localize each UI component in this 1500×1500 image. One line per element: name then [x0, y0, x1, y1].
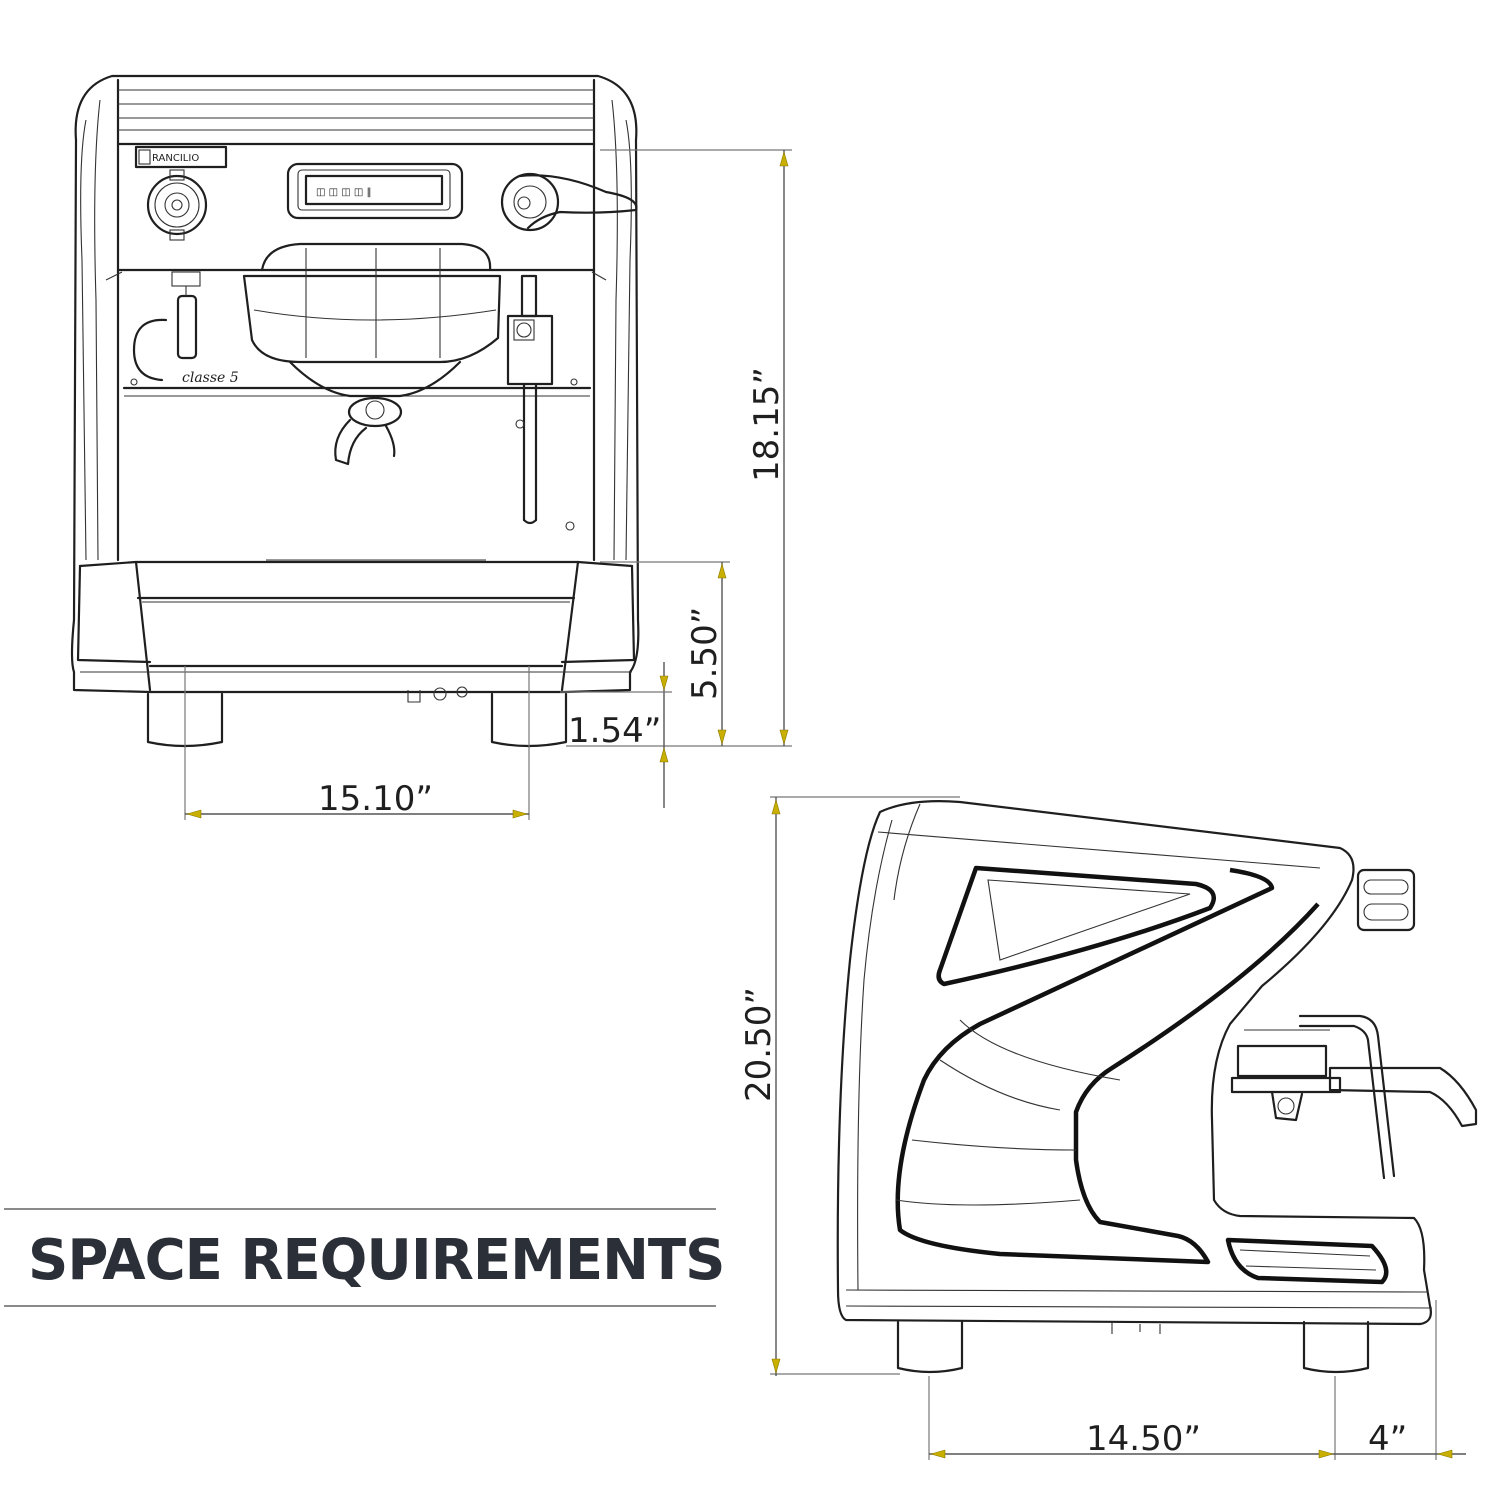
svg-text:◫ ◫ ◫ ◫ ‖: ◫ ◫ ◫ ◫ ‖	[316, 187, 372, 198]
brand-label: RANCILIO	[152, 153, 199, 164]
side-feet	[896, 1320, 1370, 1374]
front-view: RANCILIO ◫ ◫ ◫ ◫ ‖	[70, 74, 640, 748]
keypad: ◫ ◫ ◫ ◫ ‖	[286, 162, 464, 220]
group-head	[242, 242, 502, 466]
front-upper-height-label: 5.50”	[685, 607, 725, 700]
side-view	[836, 800, 1478, 1374]
side-knob	[1356, 868, 1416, 932]
steam-knob	[146, 169, 208, 241]
model-label: classe 5	[182, 370, 239, 386]
front-feet	[146, 686, 568, 748]
front-total-height-label: 18.15”	[747, 367, 787, 482]
drip-tray	[76, 559, 636, 692]
front-dimensions: 18.15” 5.50” 1.54” 15.10”	[184, 149, 792, 820]
front-foot-spacing-label: 15.10”	[318, 779, 433, 819]
side-total-height-label: 20.50”	[739, 987, 779, 1102]
hot-water-lever	[500, 172, 638, 232]
side-foot-spacing-label: 14.50”	[1086, 1419, 1201, 1459]
heading-top-rule	[4, 1208, 716, 1210]
heading-block: SPACE REQUIREMENTS	[4, 1208, 725, 1308]
heading-bottom-rule	[4, 1305, 716, 1307]
side-dimensions: 20.50” 14.50” 4”	[739, 796, 1466, 1460]
page-title: SPACE REQUIREMENTS	[28, 1228, 725, 1293]
front-foot-height-label: 1.54”	[568, 711, 661, 751]
side-front-overhang-label: 4”	[1368, 1419, 1407, 1459]
